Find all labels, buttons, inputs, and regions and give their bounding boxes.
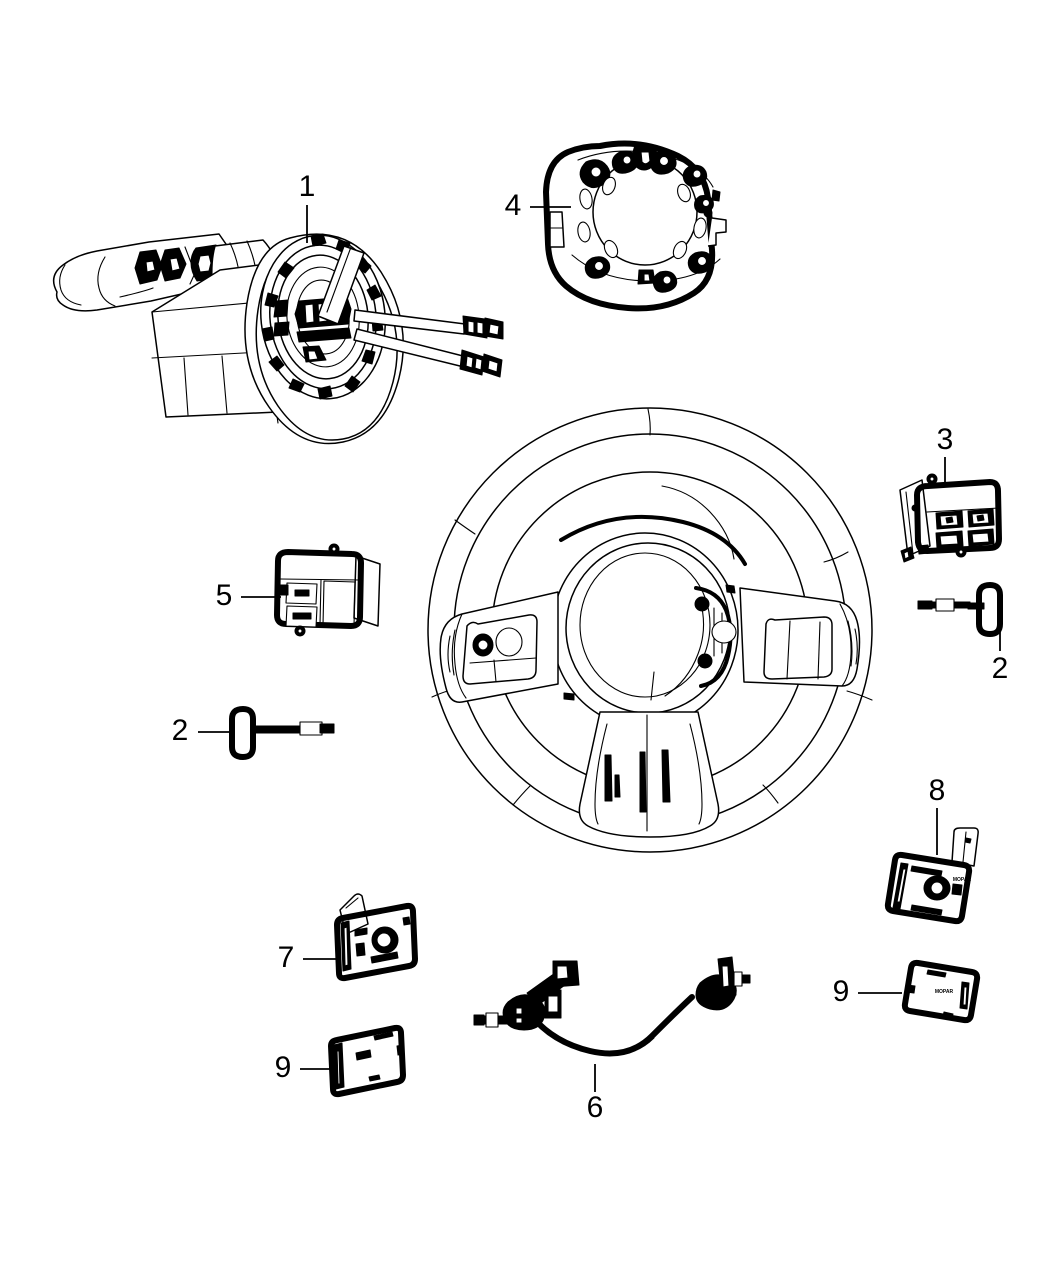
callout-label-2-right: 2 [992,652,1009,685]
part-9-embossed-text: MOPAR [935,989,954,995]
part-1-multifunction-switch-clockspring-assembly [52,233,504,445]
part-6-steering-wheel-wiring-harness [473,956,751,1057]
callout-label-4: 4 [505,189,522,222]
callout-label-9-left: 9 [275,1051,292,1084]
part-5-left-switch-module [274,543,381,637]
clockspring-connector-leads [353,309,504,378]
steering-wheel-right-spoke [725,584,861,687]
callout-label-3: 3 [937,423,954,456]
part-9-left-paddle-cover [328,1024,406,1098]
callout-label-5: 5 [216,579,233,612]
callout-leaders [198,205,1001,1092]
callout-label-6: 6 [587,1091,604,1124]
callout-label-8: 8 [929,774,946,807]
callout-label-9-right: 9 [833,975,850,1008]
part-2-right-jumper-wire [917,582,1003,637]
part-2-left-jumper-wire [229,706,335,760]
part-4-clockspring-mounting-plate [543,140,727,312]
part-3-right-switch-module [899,473,1002,563]
part-8-right-paddle-shifter-switch: MOPAR [884,827,979,925]
callout-label-1: 1 [299,170,316,203]
callout-label-2-left: 2 [172,714,189,747]
callout-labels: 1 4 3 2 2 5 7 8 9 9 6 [172,170,1009,1124]
mounting-plate-bosses [549,144,727,293]
steering-wheel-left-spoke [439,591,575,703]
callout-label-7: 7 [278,941,295,974]
clockspring-rotor [244,233,404,445]
steering-wheel-hub-bracket [694,586,737,688]
part-9-right-paddle-cover: MOPAR [901,959,981,1024]
steering-wheel-bottom-spoke [578,711,720,838]
steering-wheel-assembly [427,407,873,853]
part-8-embossed-text: MOPAR [953,877,972,883]
part-7-left-paddle-shifter-switch [334,893,418,982]
